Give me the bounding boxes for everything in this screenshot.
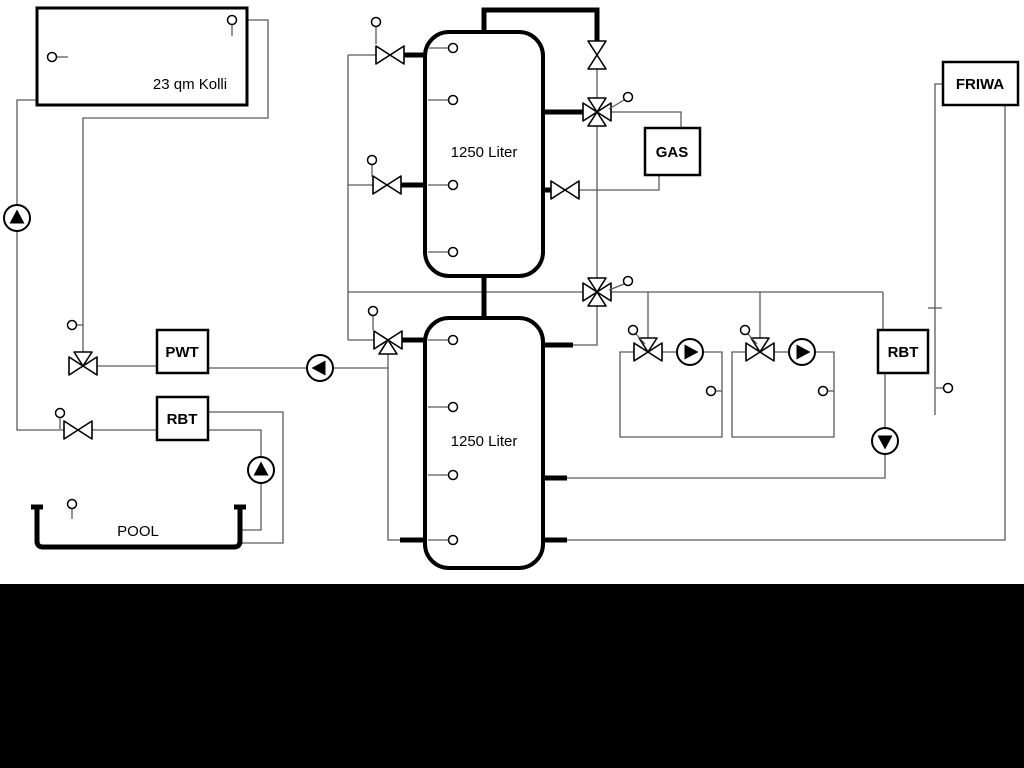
pipe-v6-tank (573, 301, 598, 346)
valve-rbt-left-icon (63, 420, 93, 440)
circuit2-loop-sensor-icon (817, 385, 834, 397)
pipe-pool-pump-out (242, 483, 262, 531)
tank-top-sensor-2-icon (428, 94, 459, 106)
dist-valve-actuator-icon (608, 275, 634, 291)
pipe-friwa-left (934, 83, 943, 415)
circuit2-pump-icon (788, 338, 816, 366)
pipe-return-line (567, 454, 886, 479)
pipe-gas-supply (611, 111, 682, 128)
pool-vessel (31, 504, 246, 550)
tank-bottom-sensor-3-icon (428, 469, 459, 481)
return-pump-icon (871, 427, 899, 455)
valve3-actuator-icon (367, 305, 379, 330)
pipe-top-header-thick (481, 7, 600, 41)
gas-label: GAS (656, 144, 689, 161)
collector-sensor-top-icon (226, 14, 238, 36)
pool-sensor-icon (66, 498, 78, 519)
bottom-black-mask (0, 584, 1024, 768)
tank-top-sensor-3-icon (428, 179, 459, 191)
pipe-friwa-cold (567, 105, 1006, 541)
rbt-left-label: RBT (167, 411, 198, 428)
friwa-label: FRIWA (956, 76, 1004, 93)
solar-collector-box (35, 6, 249, 107)
rbt-right-box (876, 328, 930, 375)
pool-pump-icon (247, 456, 275, 484)
tank-bottom-sensor-4-icon (428, 534, 459, 546)
gas-valve-actuator-icon (608, 91, 634, 110)
tank-top-label: 1250 Liter (451, 144, 518, 161)
pipe-solar-return (16, 99, 64, 431)
tank-bottom-label: 1250 Liter (451, 433, 518, 450)
pwt-box (155, 328, 210, 375)
solar-line-sensor-icon (66, 319, 83, 331)
pipe-gas-return (579, 175, 660, 191)
circuit2-valve-actuator-icon (739, 324, 758, 345)
circuit1-pump-icon (676, 338, 704, 366)
valve-tank-top-1-icon (375, 45, 405, 65)
valve-circuit1-icon (633, 337, 663, 362)
pipe-rbt-pool-a (208, 411, 284, 544)
tank-top-sensor-1-icon (428, 42, 459, 54)
valve-gas-return-icon (550, 180, 580, 200)
circuit1-loop-sensor-icon (705, 385, 722, 397)
valve-gas-supply-icon (582, 97, 612, 127)
pipe-circuit1-loop (619, 351, 723, 438)
friwa-box (941, 60, 1020, 107)
valve-pwt-icon (68, 351, 98, 376)
tank-bottom-sensor-2-icon (428, 401, 459, 413)
pipe-circuit2-loop (731, 351, 835, 438)
buffer-tank-bottom (423, 316, 545, 570)
pool-label: POOL (117, 523, 159, 540)
rbt-left-box (155, 395, 210, 442)
pwt-pump-icon (306, 354, 334, 382)
valve2-actuator-icon (366, 154, 378, 177)
rbt-left-valve-sensor-icon (54, 407, 66, 429)
pipe-solar-flow (82, 19, 269, 352)
collector-sensor-left-icon (46, 51, 68, 63)
pwt-label: PWT (165, 344, 198, 361)
solar-pump-icon (3, 204, 31, 232)
circuit1-valve-actuator-icon (627, 324, 646, 345)
pipe-tank-charge-down (387, 354, 402, 541)
pipe-rbt-pool-b (208, 429, 262, 457)
tank-top-sensor-4-icon (428, 246, 459, 258)
valve-header-icon (587, 40, 607, 70)
tank-bottom-sensor-1-icon (428, 334, 459, 346)
valve-distribution-icon (582, 277, 612, 307)
valve1-actuator-icon (370, 16, 382, 44)
valve-circuit2-icon (745, 337, 775, 362)
buffer-tank-top (423, 30, 545, 278)
rbt-right-label: RBT (888, 344, 919, 361)
collector-label: 23 qm Kolli (153, 76, 227, 93)
friwa-line-sensor-icon (936, 382, 954, 394)
valve-tank-bottom-icon (373, 330, 403, 355)
valve-tank-top-2-icon (372, 175, 402, 195)
gas-boiler-box (643, 126, 702, 177)
